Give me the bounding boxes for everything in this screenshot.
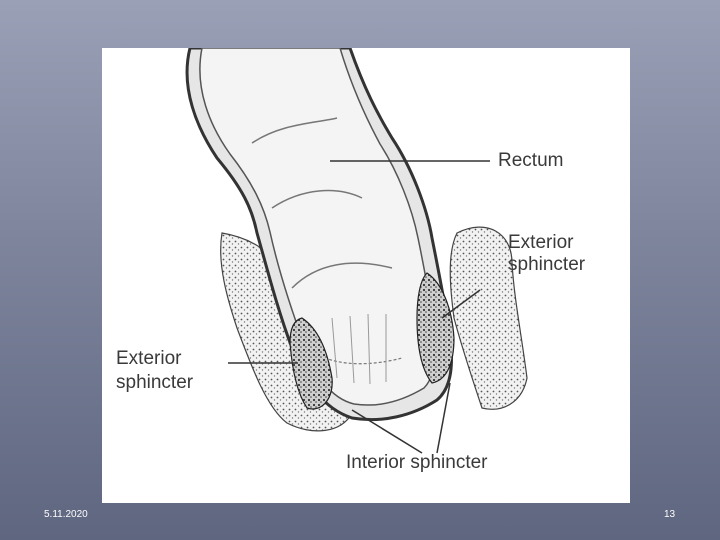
right-tissue	[449, 226, 528, 410]
rectum-label: Rectum	[498, 150, 564, 171]
left-sphincter-muscle	[289, 317, 333, 410]
interior-sphincter-label: Interior sphincter	[346, 452, 488, 473]
anatomy-illustration: Rectum Exterior sphincter Exterior sphin…	[102, 48, 630, 503]
rectal-fold	[271, 189, 363, 209]
rectal-lumen	[199, 48, 436, 406]
exterior-sphincter-right-leader-line	[441, 289, 481, 319]
interior-sphincter-leader-line	[351, 409, 423, 454]
exterior-sphincter-left-label-line2: sphincter	[116, 372, 194, 393]
slide-page-number: 13	[664, 509, 676, 520]
exterior-sphincter-left-label-line1: Exterior	[116, 348, 182, 369]
slide-date: 5.11.2020	[44, 509, 88, 520]
anal-columns	[331, 313, 387, 385]
right-sphincter-muscle	[416, 272, 455, 384]
rectal-fold	[251, 117, 338, 144]
rectum-drawing	[185, 48, 528, 454]
exterior-sphincter-right-label-line2: sphincter	[508, 254, 586, 275]
exterior-sphincter-right-label-line1: Exterior	[508, 232, 574, 253]
rectal-fold	[291, 262, 393, 289]
interior-sphincter-leader-line	[436, 382, 451, 454]
